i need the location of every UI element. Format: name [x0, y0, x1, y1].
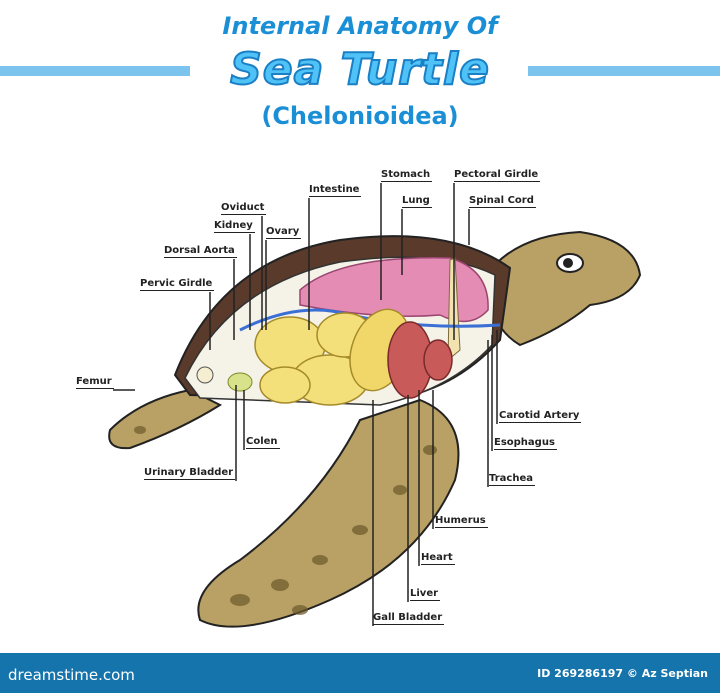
label-carotid-artery: Carotid Artery: [499, 410, 582, 423]
rear-flipper: [108, 388, 223, 450]
label-liver: Liver: [410, 588, 441, 601]
label-lung: Lung: [402, 195, 432, 208]
brand-logo[interactable]: dreamstime.com: [8, 666, 135, 684]
title-bar-right: [528, 66, 720, 76]
label-trachea: Trachea: [489, 473, 535, 486]
leader-lines: [113, 183, 498, 626]
label-pectoral-girdle: Pectoral Girdle: [454, 169, 541, 182]
pelvic-bone: [196, 366, 214, 384]
heart-organ: [423, 339, 453, 381]
image-credit: ID 269286197 © Az Septian: [537, 667, 708, 680]
label-oviduct: Oviduct: [221, 202, 267, 215]
intestine-organ: [254, 312, 374, 406]
label-esophagus: Esophagus: [494, 437, 557, 450]
title-line-1: Internal Anatomy Of: [222, 12, 498, 40]
label-ovary: Ovary: [266, 226, 302, 239]
label-dorsal-aorta: Dorsal Aorta: [164, 245, 237, 258]
pupil: [563, 258, 573, 268]
label-kidney: Kidney: [214, 220, 255, 233]
label-gall-bladder: Gall Bladder: [373, 612, 445, 625]
title-bar-left: [0, 66, 190, 76]
label-colen: Colen: [246, 436, 280, 449]
label-stomach: Stomach: [381, 169, 433, 182]
label-urinary-bladder: Urinary Bladder: [144, 467, 236, 480]
label-heart: Heart: [421, 552, 455, 565]
bladder-organ: [227, 372, 253, 392]
title-scientific-name: (Chelonioidea): [261, 102, 459, 130]
head: [489, 230, 642, 347]
front-flipper: [197, 398, 460, 628]
footer-bar: dreamstime.com ID 269286197 © Az Septian: [0, 653, 720, 693]
title-main: Sea Turtle: [229, 43, 490, 96]
label-pervic-girdle: Pervic Girdle: [140, 278, 215, 291]
label-spinal-cord: Spinal Cord: [469, 195, 536, 208]
label-humerus: Humerus: [435, 515, 488, 528]
label-intestine: Intestine: [309, 184, 362, 197]
label-femur: Femur: [76, 376, 114, 389]
